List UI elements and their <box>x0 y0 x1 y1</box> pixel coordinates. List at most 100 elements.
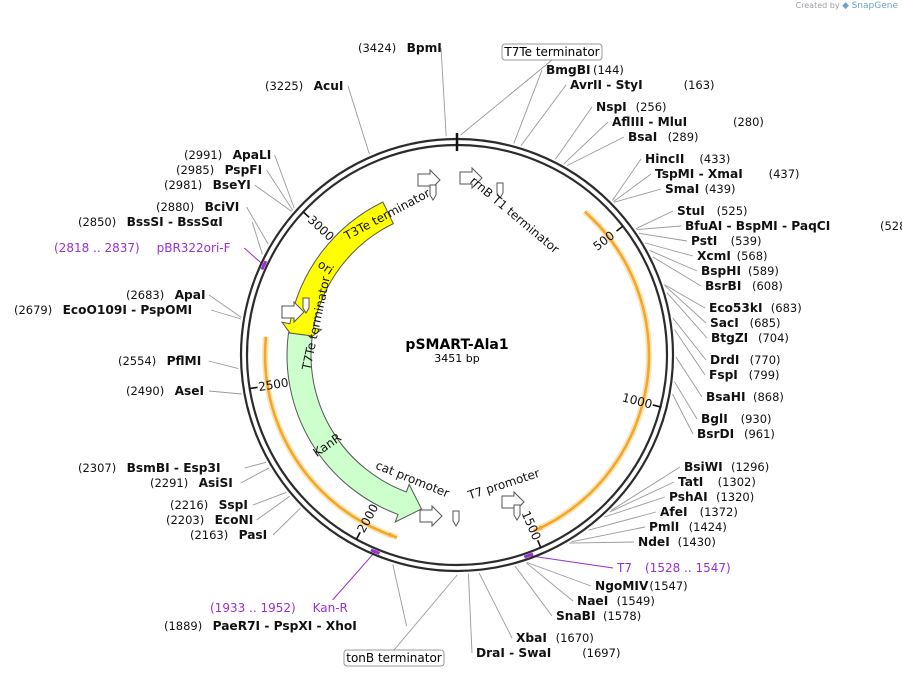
enzyme-name[interactable]: AcuI <box>314 79 344 93</box>
enzyme-site[interactable]: PmlI(1424) <box>649 520 727 534</box>
enzyme-name[interactable]: BciVI <box>205 200 240 214</box>
enzyme-site[interactable]: AvrII - StyI(163) <box>570 78 715 92</box>
enzyme-name[interactable]: PstI <box>691 234 717 248</box>
primer-site[interactable]: (2818 .. 2837)pBR322ori-F <box>54 241 231 255</box>
enzyme-site[interactable]: DraI - SwaI(1697) <box>476 646 620 660</box>
enzyme-name[interactable]: BsrDI <box>697 427 734 441</box>
enzyme-site[interactable]: BseYI(2981) <box>164 178 251 192</box>
enzyme-site[interactable]: SnaBI(1578) <box>556 609 641 623</box>
enzyme-site[interactable]: FspI(799) <box>709 368 780 382</box>
enzyme-site[interactable]: PaeR7I - PspXI - XhoI(1889) <box>164 619 357 633</box>
enzyme-name[interactable]: NspI <box>596 100 627 114</box>
enzyme-name[interactable]: PaeR7I - PspXI - XhoI <box>213 619 357 633</box>
enzyme-name[interactable]: BsmBI - Esp3I <box>127 461 221 475</box>
enzyme-name[interactable]: BmgBI <box>546 63 591 77</box>
primer-name[interactable]: pBR322ori-F <box>157 241 231 255</box>
enzyme-site[interactable]: BsiWI(1296) <box>684 460 769 474</box>
enzyme-name[interactable]: StuI <box>677 204 705 218</box>
enzyme-name[interactable]: PflMI <box>167 354 202 368</box>
enzyme-site[interactable]: AsiSI(2291) <box>150 476 233 490</box>
enzyme-name[interactable]: BsrBI <box>705 279 741 293</box>
enzyme-site[interactable]: NspI(256) <box>596 100 667 114</box>
enzyme-site[interactable]: AflIII - MluI(280) <box>612 115 764 129</box>
enzyme-site[interactable]: Eco53kI(683) <box>709 301 802 315</box>
enzyme-name[interactable]: AflIII - MluI <box>612 115 687 129</box>
enzyme-site[interactable]: DrdI(770) <box>710 353 781 367</box>
enzyme-name[interactable]: AsiSI <box>199 476 233 490</box>
enzyme-name[interactable]: TspMI - XmaI <box>655 167 743 181</box>
enzyme-site[interactable]: SacI(685) <box>710 316 781 330</box>
enzyme-site[interactable]: BsaHI(868) <box>706 390 784 404</box>
primer-site[interactable]: (1528 .. 1547)T7 <box>616 561 731 575</box>
enzyme-site[interactable]: ApaI(2683) <box>126 288 206 302</box>
enzyme-name[interactable]: PasI <box>239 528 268 542</box>
enzyme-site[interactable]: XbaI(1670) <box>516 631 594 645</box>
enzyme-site[interactable]: SmaI(439) <box>665 182 736 196</box>
enzyme-site[interactable]: StuI(525) <box>677 204 748 218</box>
enzyme-name[interactable]: BssSI - BssSαI <box>127 215 223 229</box>
enzyme-site[interactable]: ApaLI(2991) <box>184 148 271 162</box>
enzyme-name[interactable]: PshAI <box>669 490 708 504</box>
enzyme-site[interactable]: BmgBI(144) <box>546 63 624 77</box>
enzyme-site[interactable]: BssSI - BssSαI(2850) <box>78 215 223 229</box>
enzyme-site[interactable]: NaeI(1549) <box>577 594 655 608</box>
enzyme-site[interactable]: BglI(930) <box>701 412 772 426</box>
enzyme-name[interactable]: PspFI <box>225 163 263 177</box>
enzyme-site[interactable]: BsrDI(961) <box>697 427 775 441</box>
enzyme-name[interactable]: SnaBI <box>556 609 596 623</box>
enzyme-name[interactable]: NgoMIV <box>595 579 649 593</box>
enzyme-name[interactable]: ApaLI <box>233 148 272 162</box>
primer-name[interactable]: Kan-R <box>313 601 348 615</box>
enzyme-name[interactable]: DrdI <box>710 353 739 367</box>
primer-site[interactable]: (1933 .. 1952)Kan-R <box>210 601 348 615</box>
enzyme-site[interactable]: BciVI(2880) <box>156 200 239 214</box>
enzyme-name[interactable]: BpmI <box>407 41 442 55</box>
enzyme-name[interactable]: TatI <box>678 475 703 489</box>
enzyme-name[interactable]: BspHI <box>701 264 741 278</box>
enzyme-name[interactable]: NdeI <box>638 535 670 549</box>
enzyme-name[interactable]: Eco53kI <box>709 301 763 315</box>
primer-name[interactable]: T7 <box>616 561 632 575</box>
enzyme-name[interactable]: ApaI <box>175 288 206 302</box>
enzyme-name[interactable]: NaeI <box>577 594 608 608</box>
enzyme-site[interactable]: HincII(433) <box>645 152 730 166</box>
enzyme-name[interactable]: BsiWI <box>684 460 723 474</box>
enzyme-name[interactable]: PmlI <box>649 520 679 534</box>
enzyme-site[interactable]: AseI(2490) <box>126 384 204 398</box>
enzyme-site[interactable]: XcmI(568) <box>697 249 768 263</box>
enzyme-site[interactable]: EcoNI(2203) <box>166 513 253 527</box>
enzyme-name[interactable]: SspI <box>219 498 248 512</box>
enzyme-name[interactable]: BsaI <box>628 130 657 144</box>
enzyme-name[interactable]: SmaI <box>665 182 699 196</box>
enzyme-site[interactable]: PspFI(2985) <box>176 163 262 177</box>
enzyme-site[interactable]: PstI(539) <box>691 234 762 248</box>
enzyme-site[interactable]: NdeI(1430) <box>638 535 716 549</box>
enzyme-site[interactable]: BfuAI - BspMI - PaqCI(528) <box>685 219 902 233</box>
enzyme-site[interactable]: BtgZI(704) <box>711 331 789 345</box>
enzyme-name[interactable]: XbaI <box>516 631 547 645</box>
enzyme-site[interactable]: SspI(2216) <box>170 498 248 512</box>
enzyme-name[interactable]: DraI - SwaI <box>476 646 551 660</box>
enzyme-site[interactable]: AfeI(1372) <box>660 505 738 519</box>
enzyme-name[interactable]: BsaHI <box>706 390 746 404</box>
enzyme-name[interactable]: AfeI <box>660 505 688 519</box>
enzyme-name[interactable]: HincII <box>645 152 684 166</box>
enzyme-name[interactable]: EcoNI <box>215 513 254 527</box>
enzyme-name[interactable]: XcmI <box>697 249 731 263</box>
enzyme-name[interactable]: BfuAI - BspMI - PaqCI <box>685 219 830 233</box>
enzyme-site[interactable]: BspHI(589) <box>701 264 779 278</box>
enzyme-site[interactable]: BsmBI - Esp3I(2307) <box>78 461 221 475</box>
enzyme-name[interactable]: AvrII - StyI <box>570 78 643 92</box>
enzyme-name[interactable]: SacI <box>710 316 739 330</box>
enzyme-site[interactable]: PasI(2163) <box>190 528 267 542</box>
enzyme-name[interactable]: BglI <box>701 412 728 426</box>
enzyme-site[interactable]: EcoO109I - PspOMI(2679) <box>14 303 192 317</box>
enzyme-site[interactable]: PflMI(2554) <box>118 354 201 368</box>
enzyme-name[interactable]: FspI <box>709 368 738 382</box>
enzyme-name[interactable]: BtgZI <box>711 331 748 345</box>
enzyme-name[interactable]: AseI <box>175 384 205 398</box>
enzyme-site[interactable]: AcuI(3225) <box>265 79 343 93</box>
enzyme-site[interactable]: BpmI(3424) <box>358 41 442 55</box>
enzyme-name[interactable]: BseYI <box>213 178 251 192</box>
enzyme-name[interactable]: EcoO109I - PspOMI <box>63 303 193 317</box>
